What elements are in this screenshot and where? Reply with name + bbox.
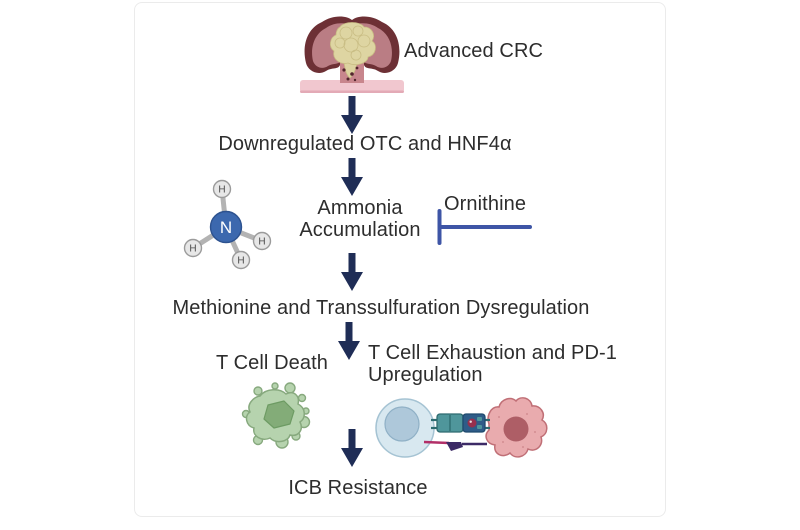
hydrogen-label: H bbox=[258, 237, 265, 248]
down-arrow-icon bbox=[341, 96, 363, 134]
downregulated-otc-label: Downregulated OTC and HNF4α bbox=[218, 133, 512, 155]
inhibition-tbar-shape bbox=[437, 209, 532, 245]
methionine-dysregulation-label: Methionine and Transsulfuration Dysregul… bbox=[172, 297, 590, 319]
pd1-pdl1-interaction bbox=[423, 440, 487, 451]
t-cell-exhaustion-label: T Cell Exhaustion and PD-1 Upregulation bbox=[368, 342, 618, 386]
hydrogen-label: H bbox=[218, 185, 225, 196]
down-arrow-shape bbox=[341, 253, 363, 291]
down-arrow-icon bbox=[341, 429, 363, 467]
hydrogen-label: H bbox=[189, 244, 196, 255]
t-cell-tumor-cell-icon bbox=[375, 397, 548, 458]
ammonia-accumulation-label: Ammonia Accumulation bbox=[299, 197, 421, 241]
inhibition-tbar-icon bbox=[437, 209, 532, 245]
down-arrow-icon bbox=[341, 158, 363, 196]
down-arrow-shape bbox=[341, 429, 363, 467]
advanced-crc-label: Advanced CRC bbox=[404, 40, 544, 62]
tumor-cell bbox=[485, 397, 548, 458]
down-arrow-shape bbox=[341, 96, 363, 134]
down-arrow-shape bbox=[338, 322, 360, 360]
t-cell bbox=[375, 398, 435, 458]
ammonium-molecule-icon: H H H H N bbox=[183, 179, 272, 270]
apoptotic-t-cell-icon bbox=[241, 382, 311, 449]
t-cell-death-label: T Cell Death bbox=[216, 352, 328, 374]
nitrogen-atom bbox=[209, 210, 243, 244]
tcr-mhc-complex bbox=[431, 413, 490, 433]
down-arrow-icon bbox=[338, 322, 360, 360]
ornithine-label: Ornithine bbox=[444, 193, 527, 215]
icb-resistance-label: ICB Resistance bbox=[288, 477, 428, 499]
hydrogen-label: H bbox=[237, 256, 244, 267]
hydrogen-atoms bbox=[183, 179, 272, 270]
nitrogen-label: N bbox=[220, 218, 232, 237]
colorectal-tumor-icon bbox=[300, 16, 404, 93]
down-arrow-icon bbox=[341, 253, 363, 291]
down-arrow-shape bbox=[341, 158, 363, 196]
